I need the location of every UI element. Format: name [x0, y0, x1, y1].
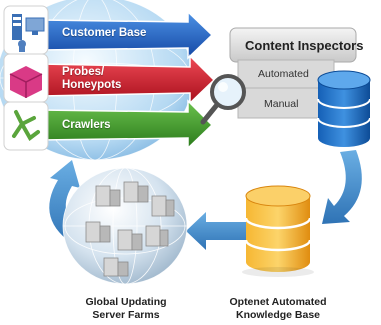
globe-servers-icon [62, 167, 188, 285]
automated-label: Automated [258, 68, 309, 80]
knowledge-base-caption-line1: Optenet Automated [229, 296, 327, 308]
server-farms-caption-line1: Global Updating [85, 296, 167, 308]
cycle-arrow-left [186, 212, 250, 250]
probes-label-line2: Honeypots [62, 79, 122, 91]
manual-label: Manual [264, 98, 299, 110]
server-farms-caption-line2: Server Farms [92, 309, 160, 321]
cycle-arrow-down [322, 150, 362, 224]
probes-honeypots-arrow [39, 54, 216, 105]
inspector-database-icon [317, 70, 371, 147]
customer-base-icon [3, 5, 49, 55]
probes-label-line1: Probes/ [62, 66, 105, 78]
crawlers-arrow [39, 99, 214, 150]
knowledge-base-caption-line2: Knowledge Base [235, 309, 321, 321]
cycle-arrow-up [49, 160, 88, 246]
magnifier-icon [200, 74, 246, 125]
crawlers-label: Crawlers [62, 119, 111, 131]
customer-base-label: Customer Base [62, 27, 147, 39]
honeypot-icon [3, 53, 49, 103]
customer-base-arrow [39, 10, 214, 60]
database-icon [242, 185, 314, 277]
content-inspectors-title: Content Inspectors [245, 38, 364, 53]
crawler-icon [3, 101, 49, 151]
